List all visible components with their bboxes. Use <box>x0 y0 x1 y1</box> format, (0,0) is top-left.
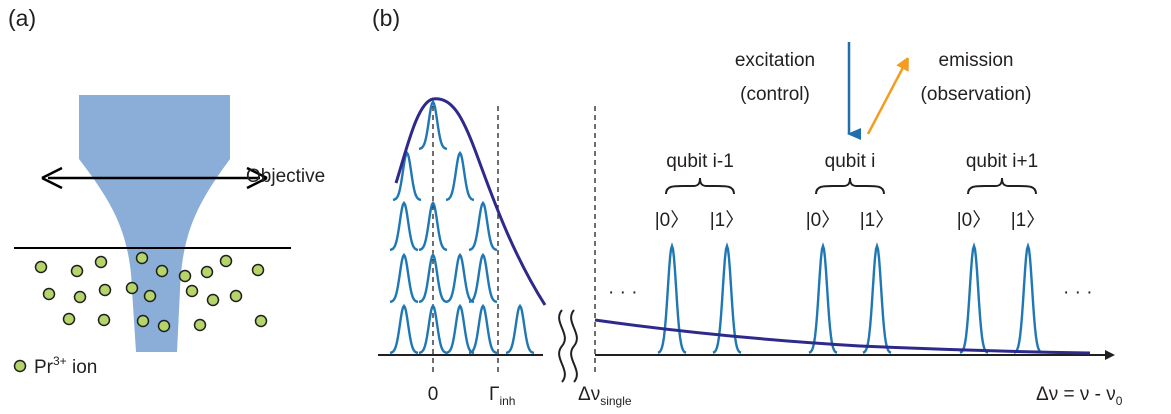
tick-gamma-inh: Γinh <box>489 384 515 408</box>
state-1-label: |1〉 <box>860 209 895 231</box>
inhomogeneous-peaks <box>389 99 535 355</box>
control-label: (control) <box>740 84 810 105</box>
spectral-peak <box>468 252 498 304</box>
qubit-brace <box>665 177 735 195</box>
ion <box>206 293 220 307</box>
panel-b: (b) excitation (control) emission (obser… <box>372 5 1123 408</box>
state-0-label: |0〉 <box>957 209 992 231</box>
spectral-peak <box>468 303 498 355</box>
ion <box>178 269 192 283</box>
focused-beam <box>79 159 230 352</box>
qubit-brace <box>967 177 1037 195</box>
spectral-peak <box>712 242 742 354</box>
state-0-label: |0〉 <box>806 209 841 231</box>
tick-zero: 0 <box>428 384 439 405</box>
spectral-peak <box>505 303 535 355</box>
lens-arrow-left <box>41 166 63 190</box>
spectral-peak <box>389 303 419 355</box>
qubit-group-1: qubit i-1 |0〉 |1〉 <box>655 151 745 231</box>
ion <box>157 319 171 333</box>
excitation-label: excitation <box>735 50 815 71</box>
ion <box>98 283 112 297</box>
spectral-peak <box>418 99 448 151</box>
ion <box>42 287 56 301</box>
axis-break-left <box>558 309 566 383</box>
ion-cluster <box>34 251 268 333</box>
spectral-peak <box>445 303 475 355</box>
spectral-peak <box>392 150 422 202</box>
spectral-peak <box>445 252 475 304</box>
spectral-peak <box>418 303 448 355</box>
ion <box>200 265 214 279</box>
ion <box>125 281 139 295</box>
qubit-label: qubit i <box>825 151 876 172</box>
spectral-peak <box>468 200 498 252</box>
spectral-peak <box>445 150 475 202</box>
panel-a-label: (a) <box>8 5 36 31</box>
ion <box>135 251 149 265</box>
emission-arrow <box>866 58 910 135</box>
ion <box>219 254 233 268</box>
spectral-peak <box>657 242 687 354</box>
spectral-peak <box>808 242 838 354</box>
state-1-label: |1〉 <box>1011 209 1046 231</box>
ion <box>193 318 207 332</box>
ion <box>97 313 111 327</box>
panel-a: (a) Objective <box>8 5 325 378</box>
ion <box>73 290 87 304</box>
objective-label: Objective <box>246 166 325 187</box>
qubit-label: qubit i-1 <box>666 151 734 172</box>
tick-delta-single: Δνsingle <box>578 384 632 408</box>
ion <box>70 264 84 278</box>
qubit-peaks <box>657 242 1043 354</box>
emission-label: emission <box>939 50 1014 71</box>
ion <box>155 264 169 278</box>
ion <box>94 255 108 269</box>
qubit-group-3: qubit i+1 |0〉 |1〉 <box>957 151 1046 231</box>
tail-envelope <box>594 318 1091 355</box>
ion <box>136 314 150 328</box>
observation-label: (observation) <box>921 84 1032 105</box>
ion-legend-label: Pr3+ ion <box>34 354 97 378</box>
spectral-peak <box>418 200 448 252</box>
spectral-peak <box>862 242 892 354</box>
panel-b-label: (b) <box>372 5 400 31</box>
qubit-label: qubit i+1 <box>966 151 1038 172</box>
state-1-label: |1〉 <box>710 209 745 231</box>
spectral-peak <box>389 200 419 252</box>
lens-arrow-right <box>246 166 268 190</box>
ion <box>143 289 157 303</box>
ion <box>254 314 268 328</box>
ion <box>62 312 76 326</box>
spectral-peak <box>418 252 448 304</box>
ion-legend-marker <box>13 359 27 373</box>
qubit-brace <box>815 177 885 195</box>
objective-barrel <box>79 95 230 159</box>
state-0-label: |0〉 <box>655 209 690 231</box>
ion <box>229 289 243 303</box>
axis-label: Δν = ν - ν0 <box>1036 384 1123 408</box>
inhomogeneous-envelope <box>394 97 547 306</box>
spectral-peak <box>959 242 989 354</box>
spectral-peak <box>389 252 419 304</box>
spectral-peak <box>1013 242 1043 354</box>
ellipsis-left: · · · <box>608 282 638 303</box>
ion <box>34 260 48 274</box>
ion <box>185 284 199 298</box>
ion <box>251 263 265 277</box>
ellipsis-right: · · · <box>1063 282 1093 303</box>
qubit-group-2: qubit i |0〉 |1〉 <box>806 151 895 231</box>
axis-break-right <box>570 309 578 383</box>
